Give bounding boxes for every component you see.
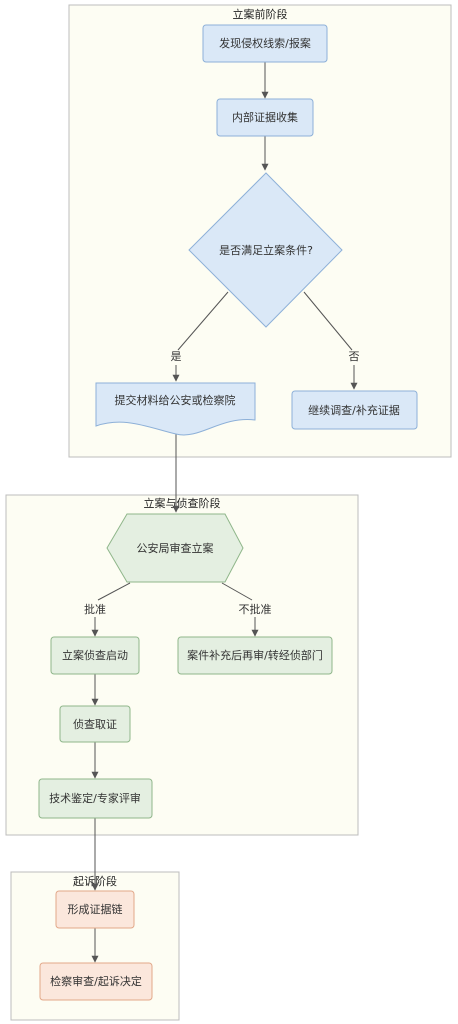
node-review-label: 公安局审查立案 (137, 541, 214, 555)
node-decide: 检察审查/起诉决定 (39, 962, 153, 1001)
node-appraisal-box (38, 778, 153, 819)
node-decision: 是否满足立案条件? (188, 172, 343, 328)
node-submit-label: 提交材料给公安或检察院 (115, 393, 236, 407)
node-collect-label: 内部证据收集 (232, 110, 298, 124)
node-start-box (50, 636, 140, 675)
node-continue-box (291, 390, 418, 430)
node-collect-box (216, 98, 314, 137)
node-discover-box (202, 24, 328, 63)
edge-review-approve (97, 582, 131, 601)
edge-label-yes: 是 (171, 350, 182, 363)
edge-label-approve: 批准 (84, 602, 106, 616)
edge-decision-yes (177, 291, 229, 351)
node-submit: 提交材料给公安或检察院 (95, 382, 256, 436)
node-discover: 发现侵权线索/报案 (202, 24, 328, 63)
edge-label-reject: 不批准 (239, 602, 272, 616)
node-review: 公安局审查立案 (106, 513, 244, 583)
edge-decision-no (303, 291, 353, 351)
node-appraisal-label: 技术鉴定/专家评审 (49, 791, 141, 805)
node-evidence-box (59, 705, 131, 743)
node-continue: 继续调查/补充证据 (291, 390, 418, 430)
edges (91, 62, 358, 963)
node-decide-box (39, 962, 153, 1001)
cluster-pre-filing-title: 立案前阶段 (233, 7, 288, 21)
edge-review-reject (221, 582, 253, 601)
node-decision-label: 是否满足立案条件? (219, 243, 313, 257)
cluster-investigation-title: 立案与侦查阶段 (144, 496, 221, 510)
node-appraisal: 技术鉴定/专家评审 (38, 778, 153, 819)
node-evidence: 侦查取证 (59, 705, 131, 743)
node-submit-document (95, 382, 256, 436)
node-review-hexagon (106, 513, 244, 583)
node-chain-label: 形成证据链 (68, 902, 123, 916)
node-resubmit: 案件补充后再审/转经侦部门 (177, 636, 333, 675)
node-continue-label: 继续调查/补充证据 (308, 403, 400, 417)
node-decide-label: 检察审查/起诉决定 (50, 974, 142, 988)
node-discover-label: 发现侵权线索/报案 (219, 36, 311, 50)
node-start-label: 立案侦查启动 (62, 648, 128, 662)
node-start: 立案侦查启动 (50, 636, 140, 675)
node-decision-diamond (188, 172, 343, 328)
node-evidence-label: 侦查取证 (73, 717, 117, 731)
node-resubmit-box (177, 636, 333, 675)
node-chain-box (55, 890, 135, 929)
node-collect: 内部证据收集 (216, 98, 314, 137)
node-chain: 形成证据链 (55, 890, 135, 929)
edge-label-no: 否 (349, 350, 360, 363)
node-resubmit-label: 案件补充后再审/转经侦部门 (187, 648, 323, 662)
